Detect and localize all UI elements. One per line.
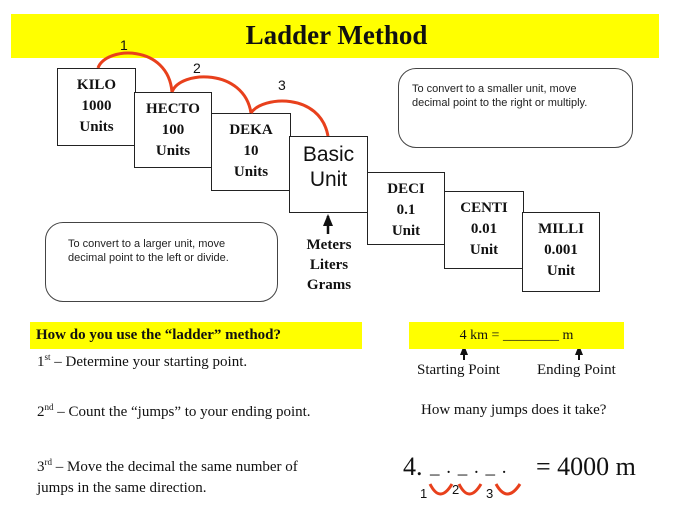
step-3: 3rd – Move the decimal the same number o…: [37, 457, 298, 499]
how-heading: How do you use the “ladder” method?: [30, 322, 362, 349]
unit-label: Unit: [546, 263, 576, 279]
unit-name: MILLI: [538, 221, 584, 237]
unit-value: 1000: [81, 98, 112, 114]
unit-value: 0.001: [544, 242, 578, 258]
note-line: To convert to a larger unit, move: [68, 238, 226, 250]
jump-label-1: 1: [120, 37, 128, 53]
example-meters: Meters: [306, 237, 352, 253]
step-text: – Determine your starting point.: [50, 354, 248, 370]
starting-point-label: Starting Point: [417, 362, 500, 378]
decimal-jump-num-3: 3: [486, 486, 494, 501]
jump-label-3: 3: [278, 77, 286, 93]
jump-arc-1: [96, 51, 174, 93]
result-lhs: 4.: [403, 452, 423, 481]
page-title: Ladder Method: [245, 20, 428, 50]
unit-value: 100: [161, 122, 185, 138]
unit-name: DEKA: [229, 122, 273, 138]
unit-box-deka: DEKA 10 Units: [211, 113, 291, 191]
unit-box-basic: Basic Unit: [289, 136, 368, 213]
note-smaller-unit: To convert to a smaller unit, move decim…: [398, 68, 633, 148]
basic-line2: Unit: [309, 168, 348, 191]
decimal-jump-2: [457, 483, 483, 496]
unit-label: Unit: [469, 242, 499, 258]
step-1: 1st – Determine your starting point.: [37, 352, 248, 371]
unit-name: DECI: [387, 181, 425, 197]
title-banner: [11, 14, 659, 58]
step-sup: rd: [44, 457, 53, 467]
note-line: decimal point to the right or multiply.: [412, 97, 588, 109]
unit-label: Unit: [391, 223, 421, 239]
decimal-jump-num-2: 2: [452, 482, 460, 497]
step-num: 3: [37, 459, 45, 475]
unit-value: 0.01: [470, 221, 498, 237]
unit-box-milli: MILLI 0.001 Unit: [522, 212, 600, 292]
unit-box-kilo: KILO 1000 Units: [57, 68, 136, 146]
step-text: – Move the decimal the same number of: [52, 459, 298, 475]
result-rhs: = 4000 m: [536, 452, 636, 481]
basic-examples: Meters Liters Grams: [296, 235, 362, 295]
note-larger-unit: To convert to a larger unit, move decima…: [45, 222, 278, 302]
unit-label: Units: [155, 143, 191, 159]
step-num: 1: [37, 354, 45, 370]
unit-name: KILO: [76, 77, 117, 93]
unit-value: 0.1: [396, 202, 416, 218]
unit-box-hecto: HECTO 100 Units: [134, 92, 212, 168]
unit-name: HECTO: [146, 101, 200, 117]
jumps-question: How many jumps does it take?: [421, 402, 607, 418]
decimal-jump-1: [428, 483, 454, 496]
step-sup: st: [44, 352, 51, 362]
jump-label-2: 2: [193, 60, 201, 76]
step-text-line2: jumps in the same direction.: [37, 480, 207, 496]
decimal-jump-num-1: 1: [420, 486, 428, 501]
note-line: To convert to a smaller unit, move: [412, 83, 577, 95]
example-liters: Liters: [309, 257, 349, 273]
step-2: 2nd – Count the “jumps” to your ending p…: [37, 402, 311, 421]
unit-value: 10: [243, 143, 259, 159]
unit-label: Units: [79, 119, 114, 135]
decimal-jump-3: [494, 483, 522, 496]
example-equation: 4 km = ________ m: [409, 322, 624, 349]
unit-box-deci: DECI 0.1 Unit: [367, 172, 445, 245]
unit-box-centi: CENTI 0.01 Unit: [444, 191, 524, 269]
unit-name: CENTI: [460, 200, 508, 216]
note-line: decimal point to the left or divide.: [68, 252, 229, 264]
unit-label: Units: [233, 164, 269, 180]
step-num: 2: [37, 404, 45, 420]
step-text: – Count the “jumps” to your ending point…: [53, 404, 311, 420]
jump-arc-2: [170, 75, 253, 114]
step-sup: nd: [44, 402, 54, 412]
jump-arc-3: [249, 99, 330, 137]
basic-line1: Basic: [302, 143, 355, 166]
ending-point-label: Ending Point: [537, 362, 616, 378]
result-blanks: _ . _ . _ .: [430, 457, 508, 478]
example-grams: Grams: [306, 277, 352, 293]
